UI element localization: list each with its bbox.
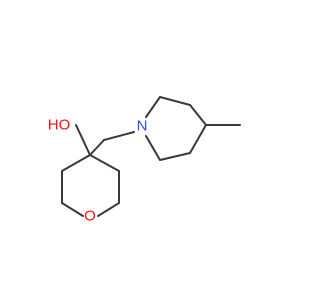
- bond-c2-o1: [61, 202, 84, 217]
- bond-c4p-c5p: [189, 124, 207, 154]
- bond-c2p-c3p: [159, 96, 191, 106]
- molecule-structure-diagram: HO O N: [48, 96, 241, 225]
- bond-n-c2p: [145, 96, 161, 118]
- bond-lines: [61, 96, 241, 217]
- bond-c4-ch2: [89, 139, 105, 156]
- ring-oxygen-label: O: [84, 208, 96, 225]
- bond-c5-c4: [89, 154, 120, 172]
- hydroxyl-label: HO: [48, 117, 71, 134]
- bond-c6p-n: [145, 135, 161, 161]
- bond-c4-c3: [61, 154, 91, 172]
- bond-hydroxyl-c4: [75, 124, 91, 156]
- bond-c3p-c4p: [189, 104, 207, 126]
- bond-c5p-c6p: [159, 152, 191, 161]
- bond-ch2-n: [103, 131, 135, 141]
- ring-nitrogen-label: N: [137, 118, 148, 135]
- atom-labels: HO O N: [48, 117, 148, 225]
- bond-o1-c6: [97, 202, 120, 217]
